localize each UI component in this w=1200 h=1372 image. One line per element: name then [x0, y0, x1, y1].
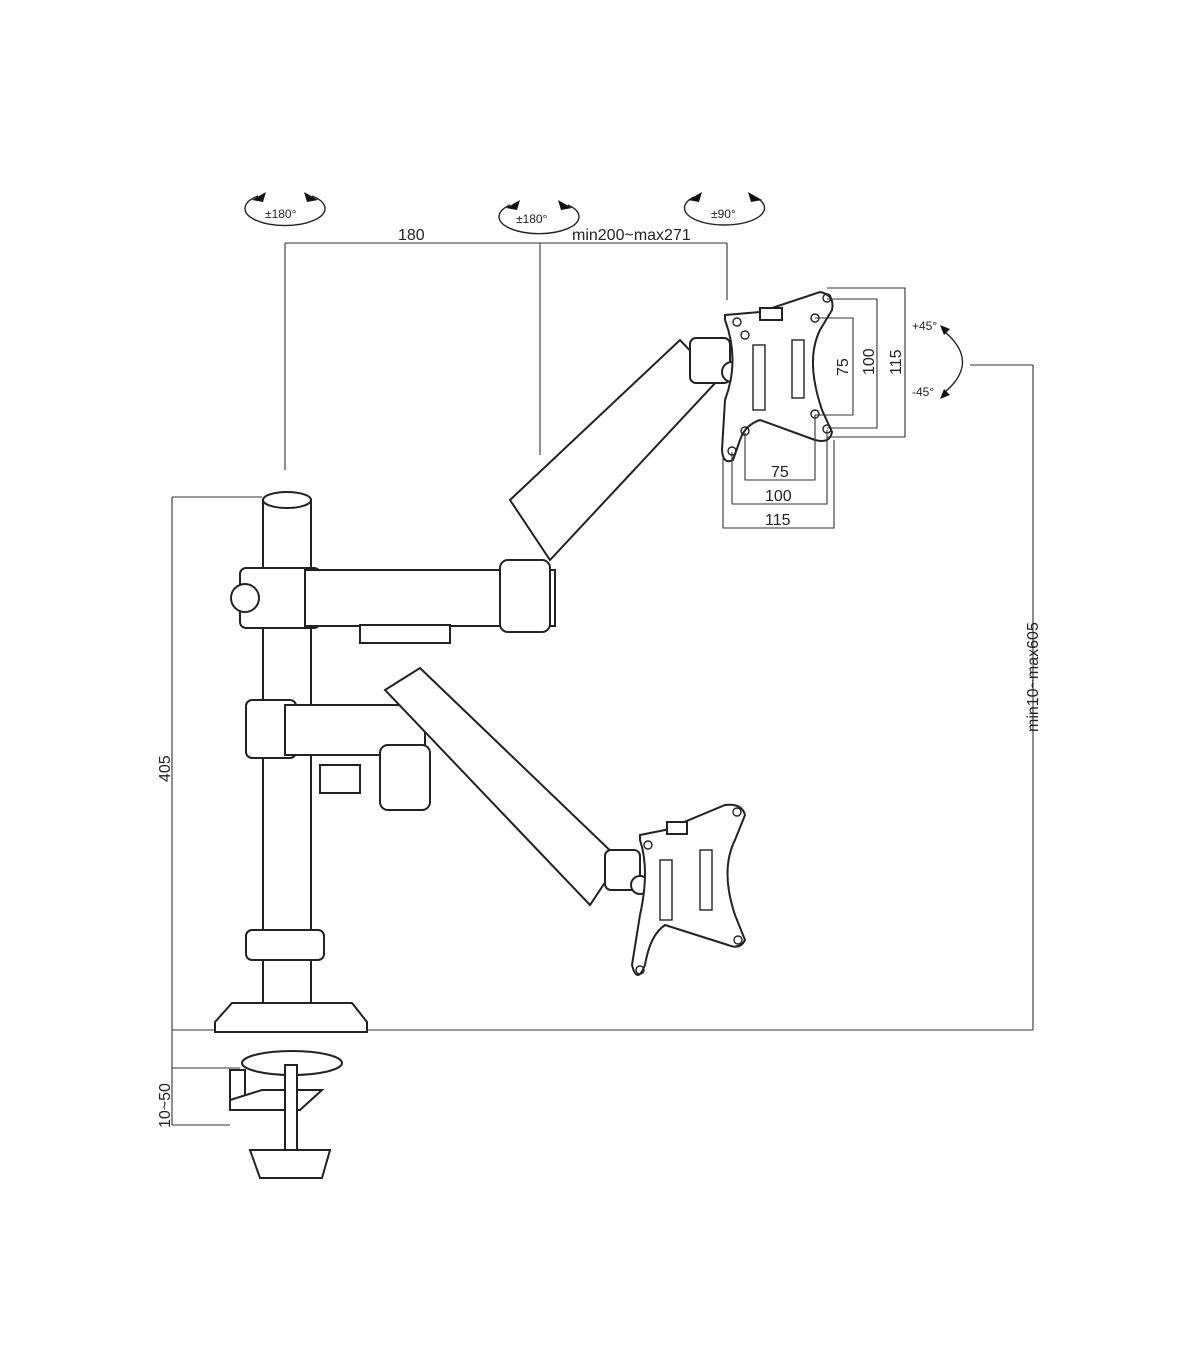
vesa-vertical-100-label: 100: [861, 348, 878, 375]
head-swivel-label: ±90°: [711, 207, 736, 221]
arm-lower-length-label: 180: [398, 227, 425, 244]
arrowhead-icon: [506, 200, 572, 210]
vesa-vertical-75-label: 75: [835, 358, 852, 376]
arrowhead-icon: [688, 192, 762, 202]
pole-collar: [245, 929, 325, 961]
arrowhead-icon: [252, 192, 318, 202]
top-dimensions: 180 min200~max271: [284, 227, 728, 470]
lower-vesa-plate: [630, 803, 747, 976]
tilt-arrow-icon: [944, 331, 964, 393]
pole-height-label: 405: [157, 755, 174, 782]
left-dimensions: 405 10~50: [157, 496, 1033, 1128]
upper-vesa-plate: [720, 290, 834, 463]
right-dimensions: min10~max605: [970, 364, 1042, 1030]
tilt-up-label: +45°: [912, 319, 937, 333]
tilt-down-label: -45°: [912, 385, 934, 399]
rotation-arrow-icon: [498, 204, 580, 235]
vesa-dimensions: 75 100 115 75 100 115: [722, 287, 906, 529]
base-swivel-indicator: ±180°: [244, 192, 326, 227]
vesa-horizontal-115-label: 115: [765, 512, 791, 529]
rotation-arrow-icon: [683, 196, 766, 226]
clamp-range-label: 10~50: [157, 1083, 174, 1128]
upper-gas-spring: [508, 338, 720, 562]
head-swivel-indicator: ±90°: [683, 192, 766, 226]
vesa-horizontal-75-label: 75: [771, 464, 789, 481]
vesa-vertical-115-label: 115: [888, 349, 905, 375]
desk-clamp: [214, 1002, 368, 1179]
tilt-indicator: +45° -45°: [912, 319, 964, 399]
elbow-swivel-indicator: ±180°: [498, 200, 580, 235]
vesa-horizontal-100-label: 100: [765, 488, 792, 505]
lower-arm: [245, 666, 650, 907]
base-swivel-label: ±180°: [265, 207, 297, 221]
height-range-label: min10~max605: [1025, 622, 1042, 732]
elbow-swivel-label: ±180°: [516, 212, 548, 226]
rotation-arrow-icon: [244, 195, 326, 227]
arm-upper-range-label: min200~max271: [572, 227, 691, 244]
upper-arm: [230, 337, 743, 644]
